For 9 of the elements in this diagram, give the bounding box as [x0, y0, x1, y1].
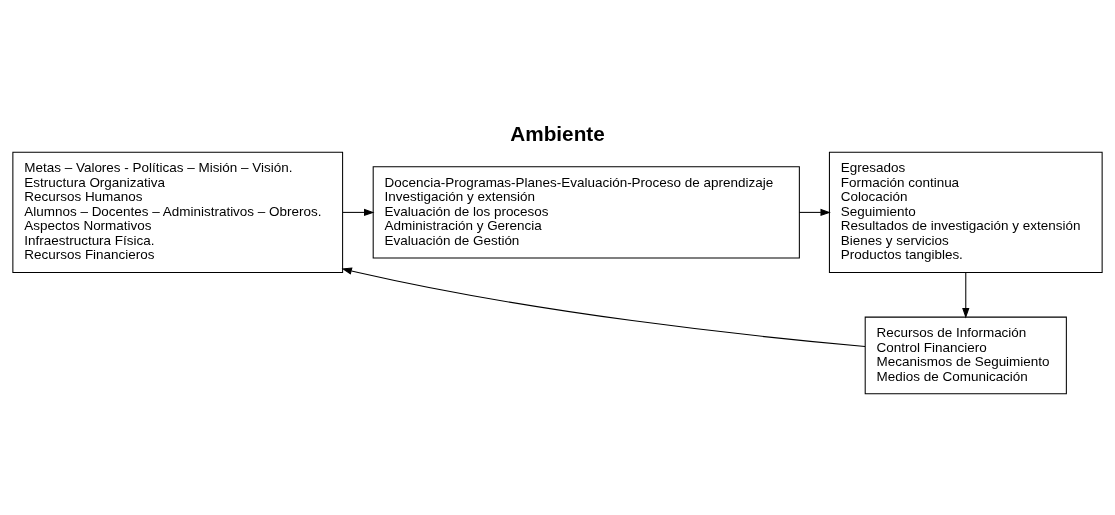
node-box: Egresados Formación continua Colocación Seguimiento Resultados de investigación y extensión Bienes y servicios Productos tangibles.: [828, 151, 1103, 274]
diagram-title: Ambiente: [510, 121, 605, 145]
arrow: [798, 208, 831, 217]
arrow: [342, 208, 375, 217]
node-box: Docencia-Programas-Planes-Evaluación-Proceso de aprendizaje Investigación y extensión Evaluación de los procesos Administración y Gerencia Evaluación de Gestión: [372, 166, 800, 259]
node-box: Metas – Valores - Políticas – Misión – Visión. Estructura Organizativa Recursos Humanos Alumnos – Docentes – Administrativos – Obreros. Aspectos Normativos Infraestructura Física. Recursos Financieros: [12, 151, 344, 274]
arrow: [341, 267, 866, 348]
node-box: Recursos de Información Control Financiero Mecanismos de Seguimiento Medios de Comunicación: [864, 316, 1067, 395]
arrow: [962, 272, 970, 319]
